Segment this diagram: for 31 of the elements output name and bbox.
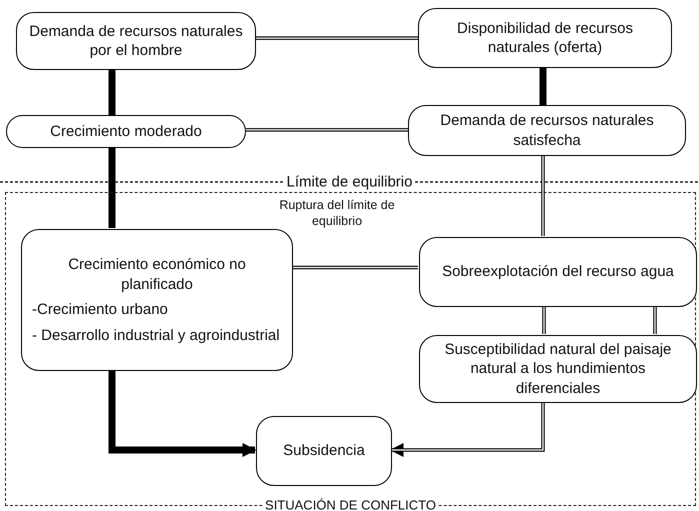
box-text: Sobreexplotación del recurso agua (442, 262, 674, 282)
thick-connector (540, 68, 546, 105)
thick-connector (108, 70, 116, 115)
box-text: Subsidencia (283, 441, 365, 461)
bullet-text: - Desarrollo industrial y agroindustrial (32, 326, 280, 345)
double-line-connector (653, 306, 657, 334)
double-line-connector (541, 156, 545, 236)
rounded-box (418, 8, 672, 68)
double-line-connector (256, 36, 418, 40)
double-line-connector (246, 128, 408, 132)
box-text: Demanda de recursos naturales por el hombre (28, 22, 244, 60)
rounded-box (419, 237, 697, 307)
rounded-box (256, 416, 392, 486)
rounded-box (16, 12, 256, 70)
box-text: Crecimiento moderado (50, 122, 202, 142)
double-line-connector (390, 402, 545, 457)
thick-connector (108, 370, 256, 457)
box-text: Susceptibilidad natural del paisaje natural a los hundimientos diferenciales (444, 340, 672, 398)
box-text: Disponibilidad de recursos naturales (oferta) (456, 18, 634, 58)
double-line-connector (542, 306, 546, 334)
box-text: Demanda de recursos naturales satisfecha (439, 111, 655, 150)
rounded-box (21, 229, 293, 371)
rounded-box (6, 115, 246, 148)
double-line-connector (292, 266, 418, 270)
limit-label: Límite de equilibrio (284, 174, 416, 190)
zone-title: SITUACIÓN DE CONFLICTO (262, 498, 439, 511)
thick-connector (108, 148, 116, 228)
rounded-box (408, 105, 686, 156)
bullet-text: -Crecimiento urbano (32, 300, 168, 320)
box-title: Crecimiento económico no planificado (67, 255, 247, 294)
rounded-box (419, 335, 697, 403)
